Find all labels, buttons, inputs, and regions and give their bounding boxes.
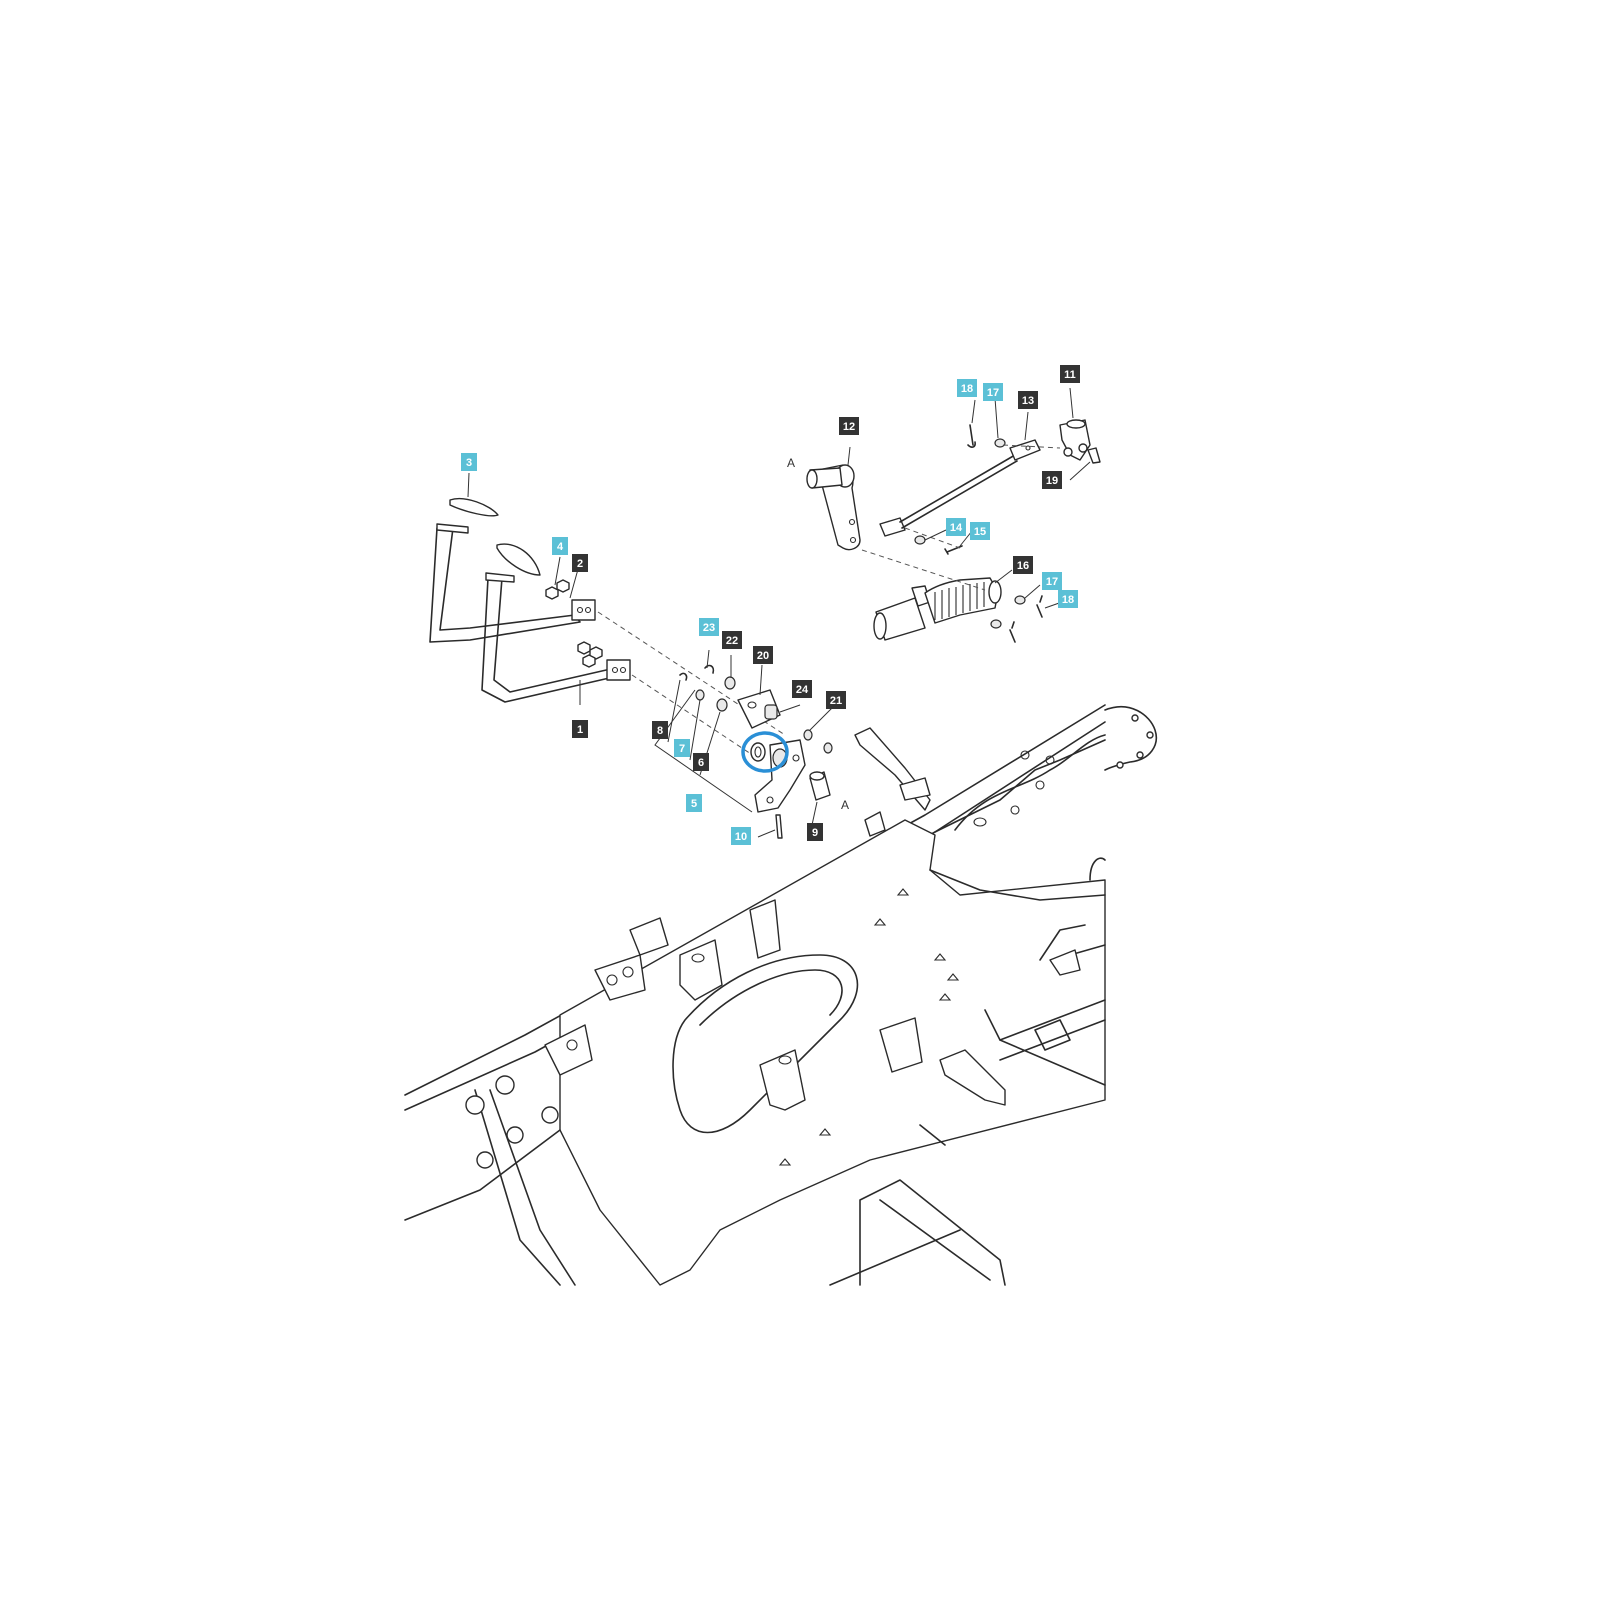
callout-number: 23 — [703, 622, 715, 634]
callout-label-16: 16 — [1013, 556, 1033, 574]
callout-label-17: 17 — [983, 383, 1003, 401]
callout-box — [572, 554, 588, 572]
callout-label-14: 14 — [946, 518, 966, 536]
callout-number: 17 — [987, 387, 999, 399]
callout-number: 20 — [757, 650, 769, 662]
callout-label-22: 22 — [722, 631, 742, 649]
callout-box — [807, 823, 823, 841]
callout-box — [826, 691, 846, 709]
callout-label-23: 23 — [699, 618, 719, 636]
callout-number: 9 — [812, 827, 818, 839]
callout-box — [1018, 391, 1038, 409]
callout-box — [652, 721, 668, 739]
callout-box — [1058, 590, 1078, 608]
callout-number: 6 — [698, 757, 704, 769]
callout-number: 17 — [1046, 576, 1058, 588]
callout-box — [753, 646, 773, 664]
callout-label-24: 24 — [792, 680, 812, 698]
callout-label-18: 18 — [1058, 590, 1078, 608]
callout-number: 19 — [1046, 475, 1058, 487]
highlight-ring — [741, 731, 789, 773]
pedal-assembly — [429, 498, 631, 703]
callout-label-18: 18 — [957, 379, 977, 397]
callout-number: 14 — [950, 522, 963, 534]
callout-label-9: 9 — [807, 823, 823, 841]
callout-number: 18 — [961, 383, 973, 395]
callout-number: 16 — [1017, 560, 1029, 572]
explode-line — [1002, 444, 1061, 449]
reference-letter-a: A — [787, 456, 795, 470]
callout-label-2: 2 — [572, 554, 588, 572]
callout-number: 1 — [577, 724, 583, 736]
callout-label-4: 4 — [552, 537, 568, 555]
callout-box — [461, 453, 477, 471]
callout-box — [792, 680, 812, 698]
callout-number: 13 — [1022, 395, 1034, 407]
callout-number: 24 — [796, 684, 809, 696]
callout-box — [1042, 572, 1062, 590]
explode-line — [904, 527, 961, 549]
chassis-frame — [404, 704, 1157, 1286]
explode-line — [861, 549, 986, 591]
reference-letter-a: A — [841, 798, 849, 812]
callout-number: 15 — [974, 526, 986, 538]
callout-label-17: 17 — [1042, 572, 1062, 590]
callout-number: 3 — [466, 457, 472, 469]
callout-label-11: 11 — [1060, 365, 1080, 383]
callout-label-8: 8 — [652, 721, 668, 739]
callout-number: 11 — [1064, 369, 1076, 381]
callout-label-10: 10 — [731, 827, 751, 845]
callout-number: 12 — [843, 421, 855, 433]
callout-label-13: 13 — [1018, 391, 1038, 409]
callout-box — [693, 753, 709, 771]
callout-label-1: 1 — [572, 720, 588, 738]
callout-box — [731, 827, 751, 845]
callout-box — [674, 739, 690, 757]
callout-box — [983, 383, 1003, 401]
callout-number: 7 — [679, 743, 685, 755]
callout-box — [552, 537, 568, 555]
explode-line — [631, 674, 761, 761]
callout-number: 4 — [557, 541, 564, 553]
callout-label-19: 19 — [1042, 471, 1062, 489]
explode-line — [597, 611, 786, 736]
callout-box — [970, 522, 990, 540]
callout-number: 2 — [577, 558, 583, 570]
callout-label-21: 21 — [826, 691, 846, 709]
callout-box — [1042, 471, 1062, 489]
callout-label-3: 3 — [461, 453, 477, 471]
callout-box — [1060, 365, 1080, 383]
callout-label-12: 12 — [839, 417, 859, 435]
callout-box — [572, 720, 588, 738]
callout-box — [946, 518, 966, 536]
center-hardware — [654, 664, 833, 839]
callout-box — [1013, 556, 1033, 574]
linkage-assembly — [806, 419, 1101, 643]
callout-number: 22 — [726, 635, 738, 647]
callout-label-7: 7 — [674, 739, 690, 757]
callout-label-15: 15 — [970, 522, 990, 540]
callout-number: 5 — [691, 798, 697, 810]
callout-number: 21 — [830, 695, 842, 707]
callout-box — [699, 618, 719, 636]
callout-box — [686, 794, 702, 812]
callout-number: 18 — [1062, 594, 1074, 606]
callout-number: 8 — [657, 725, 663, 737]
callout-box — [957, 379, 977, 397]
callout-box — [722, 631, 742, 649]
callout-box — [839, 417, 859, 435]
callout-label-6: 6 — [693, 753, 709, 771]
callout-number: 10 — [735, 831, 747, 843]
callout-label-5: 5 — [686, 794, 702, 812]
callout-label-20: 20 — [753, 646, 773, 664]
